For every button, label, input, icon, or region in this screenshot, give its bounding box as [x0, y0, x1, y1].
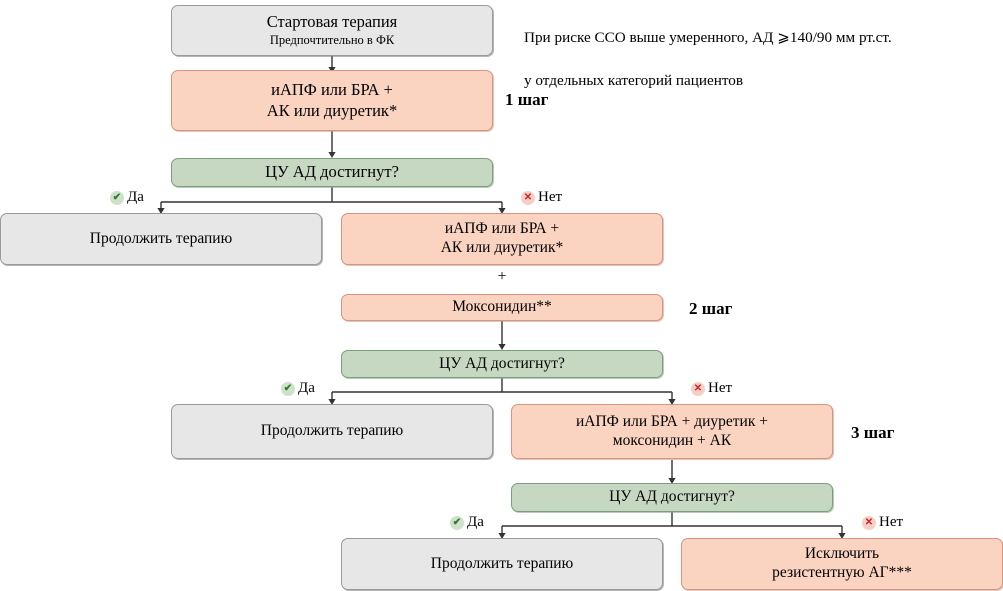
decision1-text: ЦУ АД достигнут?	[265, 162, 399, 182]
decision2-box[interactable]: ЦУ АД достигнут?	[341, 350, 663, 378]
decision1-box[interactable]: ЦУ АД достигнут?	[171, 158, 493, 187]
plus-separator: +	[497, 268, 507, 285]
risk-note: При риске ССО выше умеренного, АД ⩾140/9…	[524, 5, 999, 113]
continue-therapy-text-1: Продолжить терапию	[89, 229, 233, 247]
cross-icon: ✕	[862, 515, 876, 530]
exclude-resistant-line2: резистентную АГ***	[772, 564, 912, 581]
start-therapy-subtitle: Предпочтительно в ФК	[269, 33, 395, 48]
moxonidine-text: Моксонидин**	[452, 298, 552, 316]
step2-therapy-line2: АК или диуретик*	[440, 239, 564, 256]
check-icon: ✔	[450, 515, 464, 530]
decision3-box[interactable]: ЦУ АД достигнут?	[511, 483, 833, 512]
step2-therapy-line1: иАПФ или БРА +	[444, 220, 560, 238]
branch3-yes-label: Да	[467, 514, 484, 530]
start-therapy-title: Стартовая терапия	[266, 12, 398, 32]
continue-therapy-text-2: Продолжить терапию	[260, 422, 404, 440]
branch3-no-tag: ✕ Нет	[862, 514, 903, 531]
step3-therapy-line1: иАПФ или БРА + диуретик +	[575, 412, 768, 430]
moxonidine-box[interactable]: Моксонидин**	[341, 294, 663, 321]
risk-note-line1: При риске ССО выше умеренного, АД ⩾140/9…	[524, 28, 892, 46]
decision3-text: ЦУ АД достигнут?	[609, 488, 735, 506]
branch2-yes-tag: ✔ Да	[281, 380, 315, 397]
step1-therapy-box[interactable]: иАПФ или БРА + АК или диуретик*	[171, 70, 493, 131]
branch3-yes-tag: ✔ Да	[450, 514, 484, 531]
exclude-resistant-box[interactable]: Исключить резистентную АГ***	[681, 538, 1003, 590]
branch1-no-label: Нет	[538, 189, 563, 205]
cross-icon: ✕	[521, 190, 535, 205]
branch3-no-label: Нет	[879, 514, 904, 530]
step2-therapy-box[interactable]: иАПФ или БРА + АК или диуретик*	[341, 213, 663, 265]
continue-therapy-text-3: Продолжить терапию	[430, 554, 574, 572]
risk-note-line2: у отдельных категорий пациентов	[524, 71, 744, 89]
continue-therapy-box-2[interactable]: Продолжить терапию	[171, 404, 493, 459]
step1-therapy-line1: иАПФ или БРА +	[271, 80, 393, 100]
branch2-no-label: Нет	[708, 380, 733, 396]
step1-therapy-line2: АК или диуретик*	[266, 100, 398, 120]
branch1-yes-tag: ✔ Да	[110, 189, 144, 206]
step-label-3: 3 шаг	[851, 423, 895, 442]
step3-therapy-line2: моксонидин + АК	[612, 431, 732, 449]
decision2-text: ЦУ АД достигнут?	[439, 354, 565, 372]
branch1-yes-label: Да	[127, 189, 144, 205]
start-therapy-box[interactable]: Стартовая терапия Предпочтительно в ФК	[171, 5, 493, 56]
continue-therapy-box-3[interactable]: Продолжить терапию	[341, 538, 663, 590]
check-icon: ✔	[110, 190, 124, 205]
check-icon: ✔	[281, 381, 295, 396]
step3-therapy-box[interactable]: иАПФ или БРА + диуретик + моксонидин + А…	[511, 404, 833, 459]
cross-icon: ✕	[691, 381, 705, 396]
exclude-resistant-line1: Исключить	[804, 545, 880, 563]
branch1-no-tag: ✕ Нет	[521, 189, 562, 206]
branch2-yes-label: Да	[298, 380, 315, 396]
branch2-no-tag: ✕ Нет	[691, 380, 732, 397]
step-label-2: 2 шаг	[689, 299, 733, 318]
step-label-1: 1 шаг	[505, 90, 549, 109]
continue-therapy-box-1[interactable]: Продолжить терапию	[0, 213, 322, 265]
